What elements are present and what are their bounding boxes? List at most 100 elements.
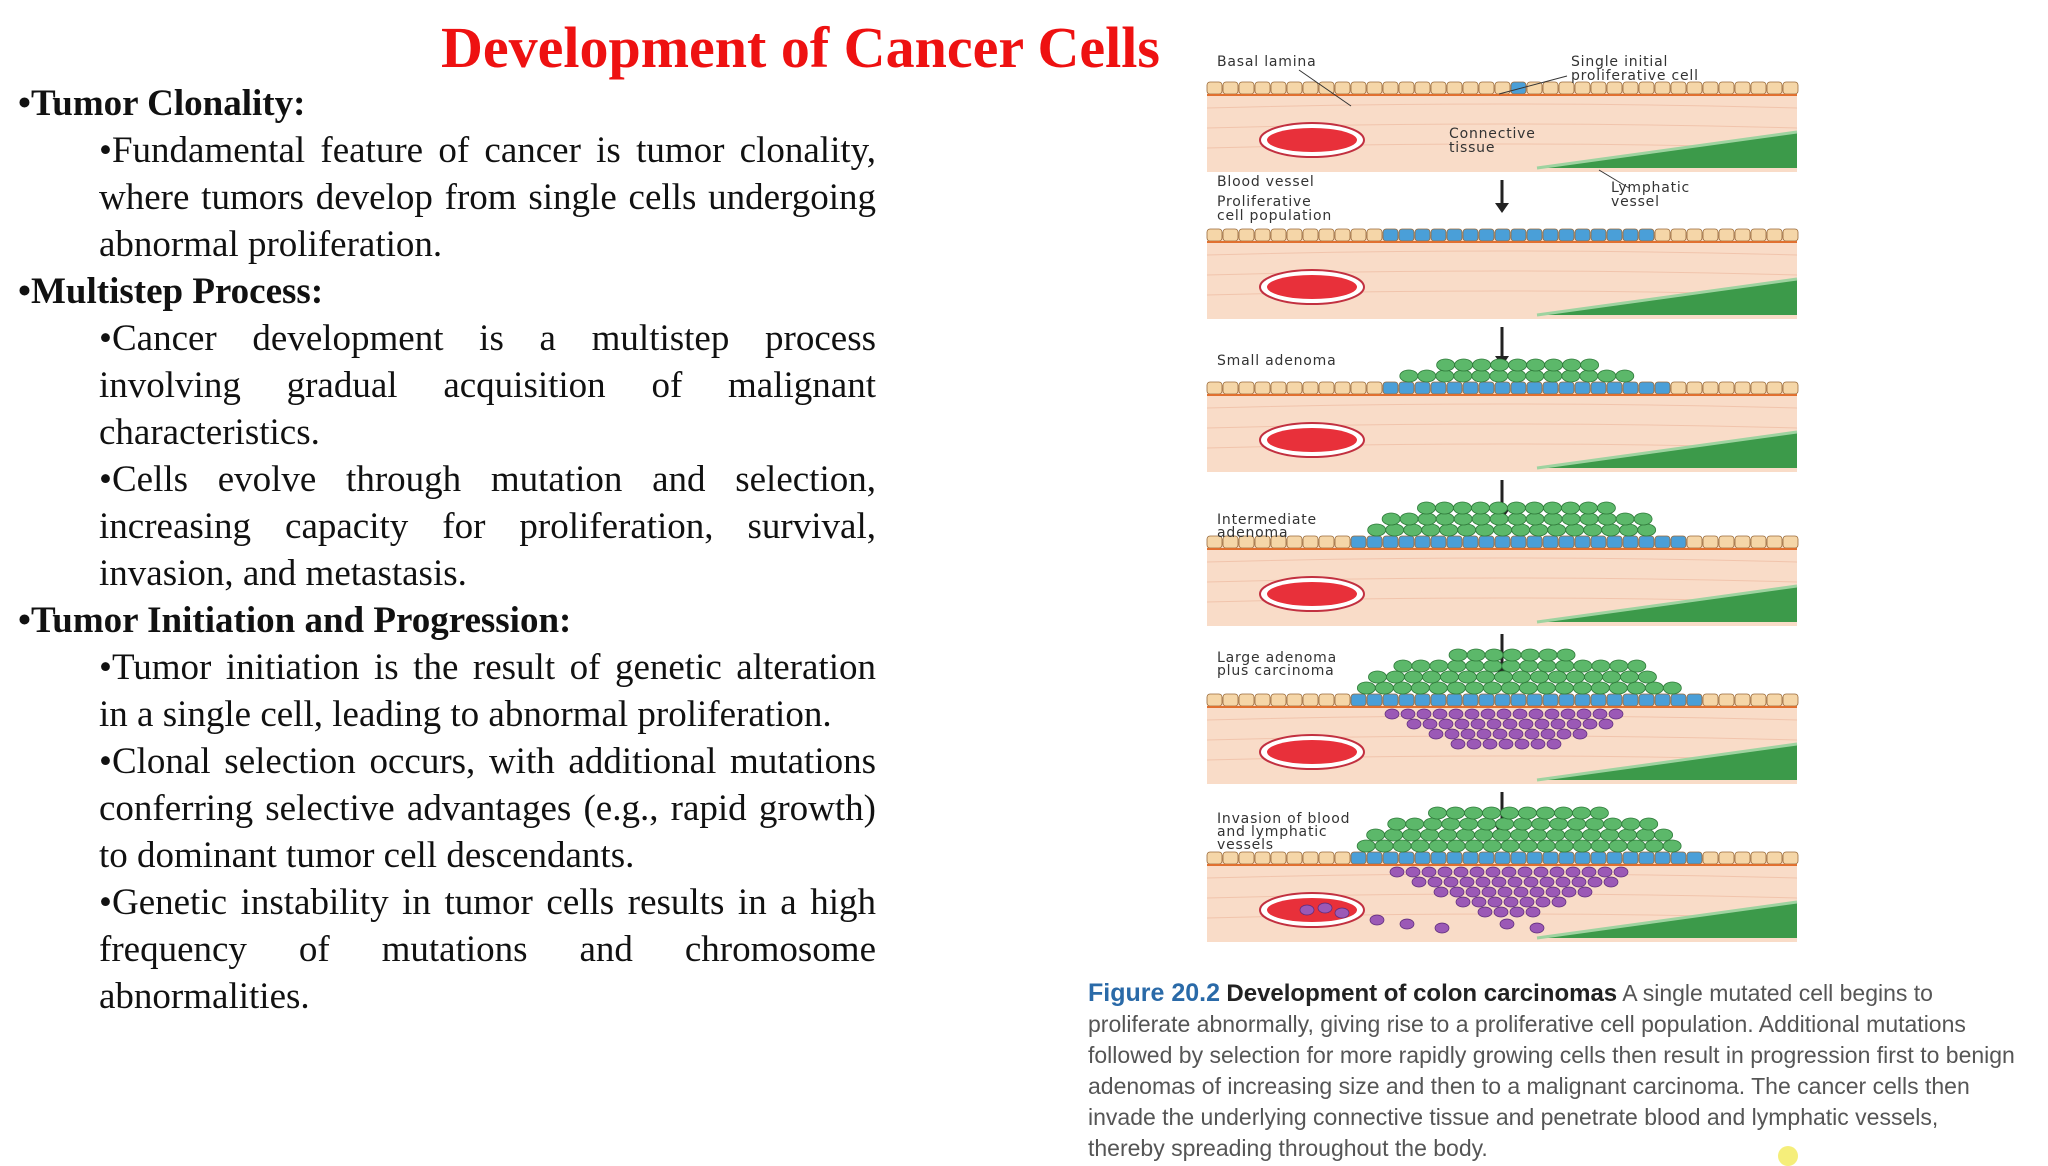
adenoma-cell — [1367, 523, 1387, 537]
epithelial-cell — [1750, 851, 1767, 865]
carcinoma-cell — [1449, 886, 1465, 898]
adenoma-cell — [1483, 659, 1503, 673]
carcinoma-cell — [1476, 728, 1492, 740]
adenoma-cell — [1662, 839, 1682, 853]
proliferative-cell — [1478, 228, 1495, 242]
tissue-fiber — [1206, 557, 1798, 563]
carcinoma-cell — [1525, 906, 1541, 918]
epithelial-cell — [1782, 693, 1799, 707]
adenoma-cell — [1636, 828, 1656, 842]
adenoma-cell — [1417, 369, 1437, 383]
proliferative-cell — [1398, 535, 1415, 549]
adenoma-cell — [1637, 523, 1657, 537]
carcinoma-cell — [1549, 866, 1565, 878]
caption-figure-title: Development of colon carcinomas — [1226, 980, 1618, 1007]
bullet-content: Tumor Clonality: Fundamental feature of … — [18, 80, 876, 1020]
adenoma-cell — [1638, 670, 1657, 684]
carcinoma-cell — [1528, 708, 1544, 720]
adenoma-cell — [1471, 512, 1491, 526]
proliferative-cell — [1398, 851, 1415, 865]
proliferative-cell — [1558, 381, 1575, 395]
adenoma-cell — [1458, 670, 1477, 684]
adenoma-cell — [1529, 523, 1549, 537]
caption-text: A single mutated cell begins to prolifer… — [1088, 980, 2015, 1161]
proliferative-cell — [1654, 851, 1671, 865]
adenoma-cell — [1543, 369, 1563, 383]
epithelial-cell — [1782, 81, 1799, 95]
proliferative-cell — [1462, 851, 1479, 865]
epithelial-cell — [1686, 228, 1703, 242]
adenoma-cell — [1454, 358, 1474, 372]
stage-panel-5 — [1206, 648, 1799, 836]
adenoma-cell — [1490, 358, 1510, 372]
carcinoma-cell — [1459, 876, 1475, 888]
proliferative-cell — [1430, 535, 1447, 549]
epithelial-cell — [1206, 381, 1223, 395]
proliferative-cell — [1510, 535, 1527, 549]
carcinoma-cell — [1453, 866, 1469, 878]
adenoma-cell — [1590, 681, 1610, 695]
epithelial-cell — [1270, 693, 1287, 707]
epithelial-cell — [1334, 228, 1351, 242]
proliferative-cell — [1430, 851, 1447, 865]
adenoma-cell — [1603, 817, 1623, 831]
adenoma-cell — [1547, 523, 1567, 537]
carcinoma-cell — [1443, 876, 1459, 888]
tissue-fiber — [1206, 103, 1798, 109]
epithelial-cell — [1302, 381, 1319, 395]
adenoma-cell — [1525, 512, 1545, 526]
epithelial-cell — [1718, 693, 1735, 707]
adenoma-cell — [1385, 523, 1405, 537]
carcinoma-cell — [1613, 866, 1629, 878]
lymphatic-wall — [1536, 742, 1798, 782]
tissue-fiber — [1206, 250, 1798, 256]
proliferative-cell — [1574, 381, 1591, 395]
carcinoma-cell — [1432, 708, 1448, 720]
proliferative-cell — [1478, 381, 1495, 395]
adenoma-cell — [1384, 828, 1404, 842]
epithelial-cell — [1334, 693, 1351, 707]
adenoma-cell — [1518, 839, 1538, 853]
carcinoma-cell — [1518, 718, 1534, 730]
epithelial-cell — [1462, 81, 1479, 95]
proliferative-cell — [1526, 851, 1543, 865]
carcinoma-cell — [1551, 896, 1567, 908]
label-intermediate-2: adenoma — [1217, 525, 1288, 541]
adenoma-cell — [1584, 670, 1603, 684]
adenoma-cell — [1573, 659, 1593, 673]
leader-line — [1498, 75, 1568, 95]
adenoma-cell — [1489, 501, 1508, 515]
adenoma-cell — [1466, 648, 1486, 662]
proliferative-cell — [1526, 535, 1543, 549]
carcinoma-cell — [1598, 718, 1614, 730]
epithelial-cell — [1734, 693, 1751, 707]
proliferative-cell — [1574, 535, 1591, 549]
adenoma-cell — [1447, 659, 1467, 673]
adenoma-cell — [1366, 828, 1386, 842]
proliferative-cell — [1430, 693, 1447, 707]
carcinoma-cell — [1406, 718, 1422, 730]
proliferative-cell — [1462, 535, 1479, 549]
proliferative-cell — [1622, 693, 1639, 707]
epithelial-cell — [1750, 693, 1767, 707]
adenoma-cell — [1654, 828, 1674, 842]
proliferative-cell — [1638, 851, 1655, 865]
epithelial-cell — [1542, 81, 1559, 95]
adenoma-cell — [1484, 648, 1504, 662]
slide-title: Development of Cancer Cells — [441, 15, 1160, 80]
adenoma-cell — [1386, 670, 1405, 684]
proliferative-cell — [1366, 693, 1383, 707]
epithelial-cell — [1766, 535, 1783, 549]
adenoma-cell — [1536, 681, 1556, 695]
adenoma-cell — [1608, 839, 1628, 853]
carcinoma-cell — [1514, 738, 1530, 750]
bullet-point: Cancer development is a multistep proces… — [99, 315, 876, 456]
adenoma-cell — [1537, 659, 1557, 673]
adenoma-cell — [1446, 681, 1466, 695]
adenoma-cell — [1549, 817, 1569, 831]
label-lymphatic-2: vessel — [1611, 194, 1660, 210]
epithelial-cell — [1254, 693, 1271, 707]
proliferative-cell — [1574, 228, 1591, 242]
proliferative-cell — [1446, 693, 1463, 707]
lymphatic-wall — [1536, 130, 1798, 170]
